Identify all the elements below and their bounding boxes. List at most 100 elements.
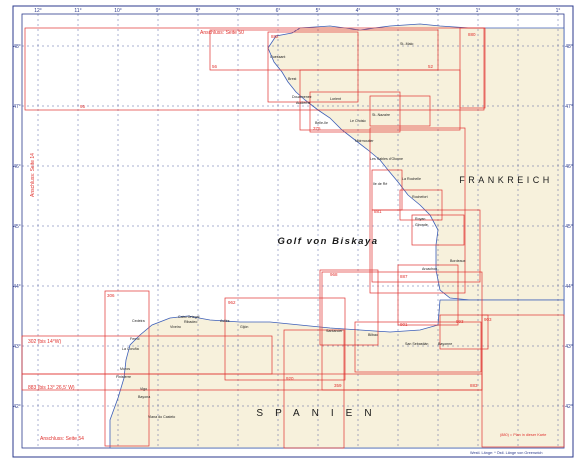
chart-number: 903 <box>484 317 492 322</box>
place-label: Ile de Ré <box>373 182 387 186</box>
place-label: Ribadeo <box>184 320 197 324</box>
connection-note-left: Anschluss: Seite 14 <box>30 153 36 197</box>
chart-number: 56 <box>212 64 218 69</box>
connection-note-bottom: Anschluss: Seite 54 <box>40 436 84 442</box>
lon-label: 9° <box>156 8 161 14</box>
longitude-note: 302 (bis 14°W) <box>28 339 61 345</box>
place-label: Muros <box>120 367 130 371</box>
place-label: Le Croisic <box>350 119 366 123</box>
place-label: Belle-Ile <box>315 121 328 125</box>
place-label: Lorient <box>330 97 341 101</box>
chart-box <box>309 91 401 133</box>
place-label: Gijón <box>240 325 248 329</box>
place-label: Audierne <box>296 101 310 105</box>
place-label: Vigo <box>140 387 147 391</box>
chart-box <box>369 95 431 127</box>
place-label: Ferrol <box>130 337 140 341</box>
chart-box <box>21 373 483 391</box>
lon-label: 5° <box>316 8 321 14</box>
place-labels: Ouessant Brest St.-Malo Douarnenez Audie… <box>116 42 466 419</box>
place-label: Avilés <box>220 319 230 323</box>
lat-label: 45° <box>565 224 573 230</box>
place-label: Royan <box>415 217 425 221</box>
footer-note: Westl. Länge: * Östl. Länge von Greenwic… <box>470 451 543 455</box>
chart-box <box>439 314 489 350</box>
chart-box <box>397 264 459 326</box>
place-label: La Rochelle <box>402 177 421 181</box>
lon-label: 1° <box>556 8 561 14</box>
chart-box <box>267 31 359 103</box>
lat-label: 42° <box>565 404 573 410</box>
lat-label: 47° <box>13 104 21 110</box>
place-label: La Coruña <box>122 347 139 351</box>
lat-label: 48° <box>565 44 573 50</box>
chart-number: 375 <box>313 126 321 131</box>
map-title: Golf von Biskaya <box>277 236 378 247</box>
longitude-labels: 12° 11° 10° 9° 8° 7° 6° 5° 4° 3° 2° 1° 0… <box>34 8 560 14</box>
lon-label: 12° <box>34 8 42 14</box>
latitude-labels: 48° 47° 46° 45° 44° 43° 42° 48° 47° 46° … <box>13 44 573 410</box>
lon-label: 6° <box>276 8 281 14</box>
chart-number: 882 <box>271 34 279 39</box>
lon-label: 11° <box>74 8 81 14</box>
place-label: Bayonne <box>438 342 452 346</box>
chart-box <box>319 269 379 346</box>
lat-label: 46° <box>13 164 21 170</box>
chart-numbers: 880 882 56 52 95 375 968 306 962 920 359… <box>80 32 492 388</box>
place-label: Cabo Ortegal <box>178 315 200 319</box>
chart-boxes <box>21 27 565 449</box>
chart-number: 359 <box>334 383 342 388</box>
longitude-notes: 302 (bis 14°W) 883 (bis 13° 26,5' W) <box>28 339 75 391</box>
place-label: Bayona <box>138 395 150 399</box>
chart-number: 962 <box>228 300 236 305</box>
place-label: Finisterre <box>116 375 131 379</box>
chart-box <box>371 209 481 283</box>
connection-note-top: Anschluss: Seite 50 <box>200 30 244 36</box>
chart-number: 306 <box>107 293 115 298</box>
lat-label: 43° <box>13 344 21 350</box>
lon-label: 7° <box>236 8 241 14</box>
lat-label: 42° <box>13 404 21 410</box>
place-label: Cedeira <box>132 319 145 323</box>
country-label-france: FRANKREICH <box>459 175 553 185</box>
chart-box <box>354 321 482 373</box>
place-label: Brest <box>288 77 296 81</box>
chart-number: 880 <box>468 32 476 37</box>
lat-label: 46° <box>565 164 573 170</box>
longitude-note: 883 (bis 13° 26,5' W) <box>28 385 75 391</box>
place-label: Arcachon <box>422 267 437 271</box>
chart-box <box>459 27 486 109</box>
chart-box <box>104 290 150 447</box>
chart-number: 920 <box>286 376 294 381</box>
chart-number: 968 <box>330 272 338 277</box>
chart-box <box>369 127 466 294</box>
lat-label: 47° <box>565 104 573 110</box>
lat-label: 45° <box>13 224 21 230</box>
chart-box <box>224 297 346 381</box>
lon-label: 3° <box>396 8 401 14</box>
place-label: Bordeaux <box>450 259 466 263</box>
lat-label: 44° <box>565 284 573 290</box>
country-label-spain: SPANIEN <box>256 408 383 419</box>
chart-number: 993 <box>456 319 464 324</box>
lon-label: 8° <box>196 8 201 14</box>
lon-label: 10° <box>114 8 122 14</box>
place-label: Noirmoutier <box>355 139 374 143</box>
place-label: Bilbao <box>368 333 378 337</box>
chart-number: 901 <box>400 322 408 327</box>
legend-note: (880) = Plan in dieser Karte <box>500 433 546 437</box>
place-label: Rochefort <box>412 195 428 199</box>
chart-number: 883 <box>470 383 478 388</box>
lat-label: 43° <box>565 344 573 350</box>
place-label: St.-Nazaire <box>372 113 390 117</box>
chart-number: 52 <box>428 64 434 69</box>
place-label: Viana do Castelo <box>148 415 175 419</box>
place-label: San Sebastián <box>405 342 428 346</box>
lat-label: 48° <box>13 44 21 50</box>
place-label: Viveiro <box>170 325 181 329</box>
chart-box <box>283 329 345 449</box>
lon-label: 2° <box>436 8 441 14</box>
chart-box <box>24 27 485 111</box>
lat-label: 44° <box>13 284 21 290</box>
